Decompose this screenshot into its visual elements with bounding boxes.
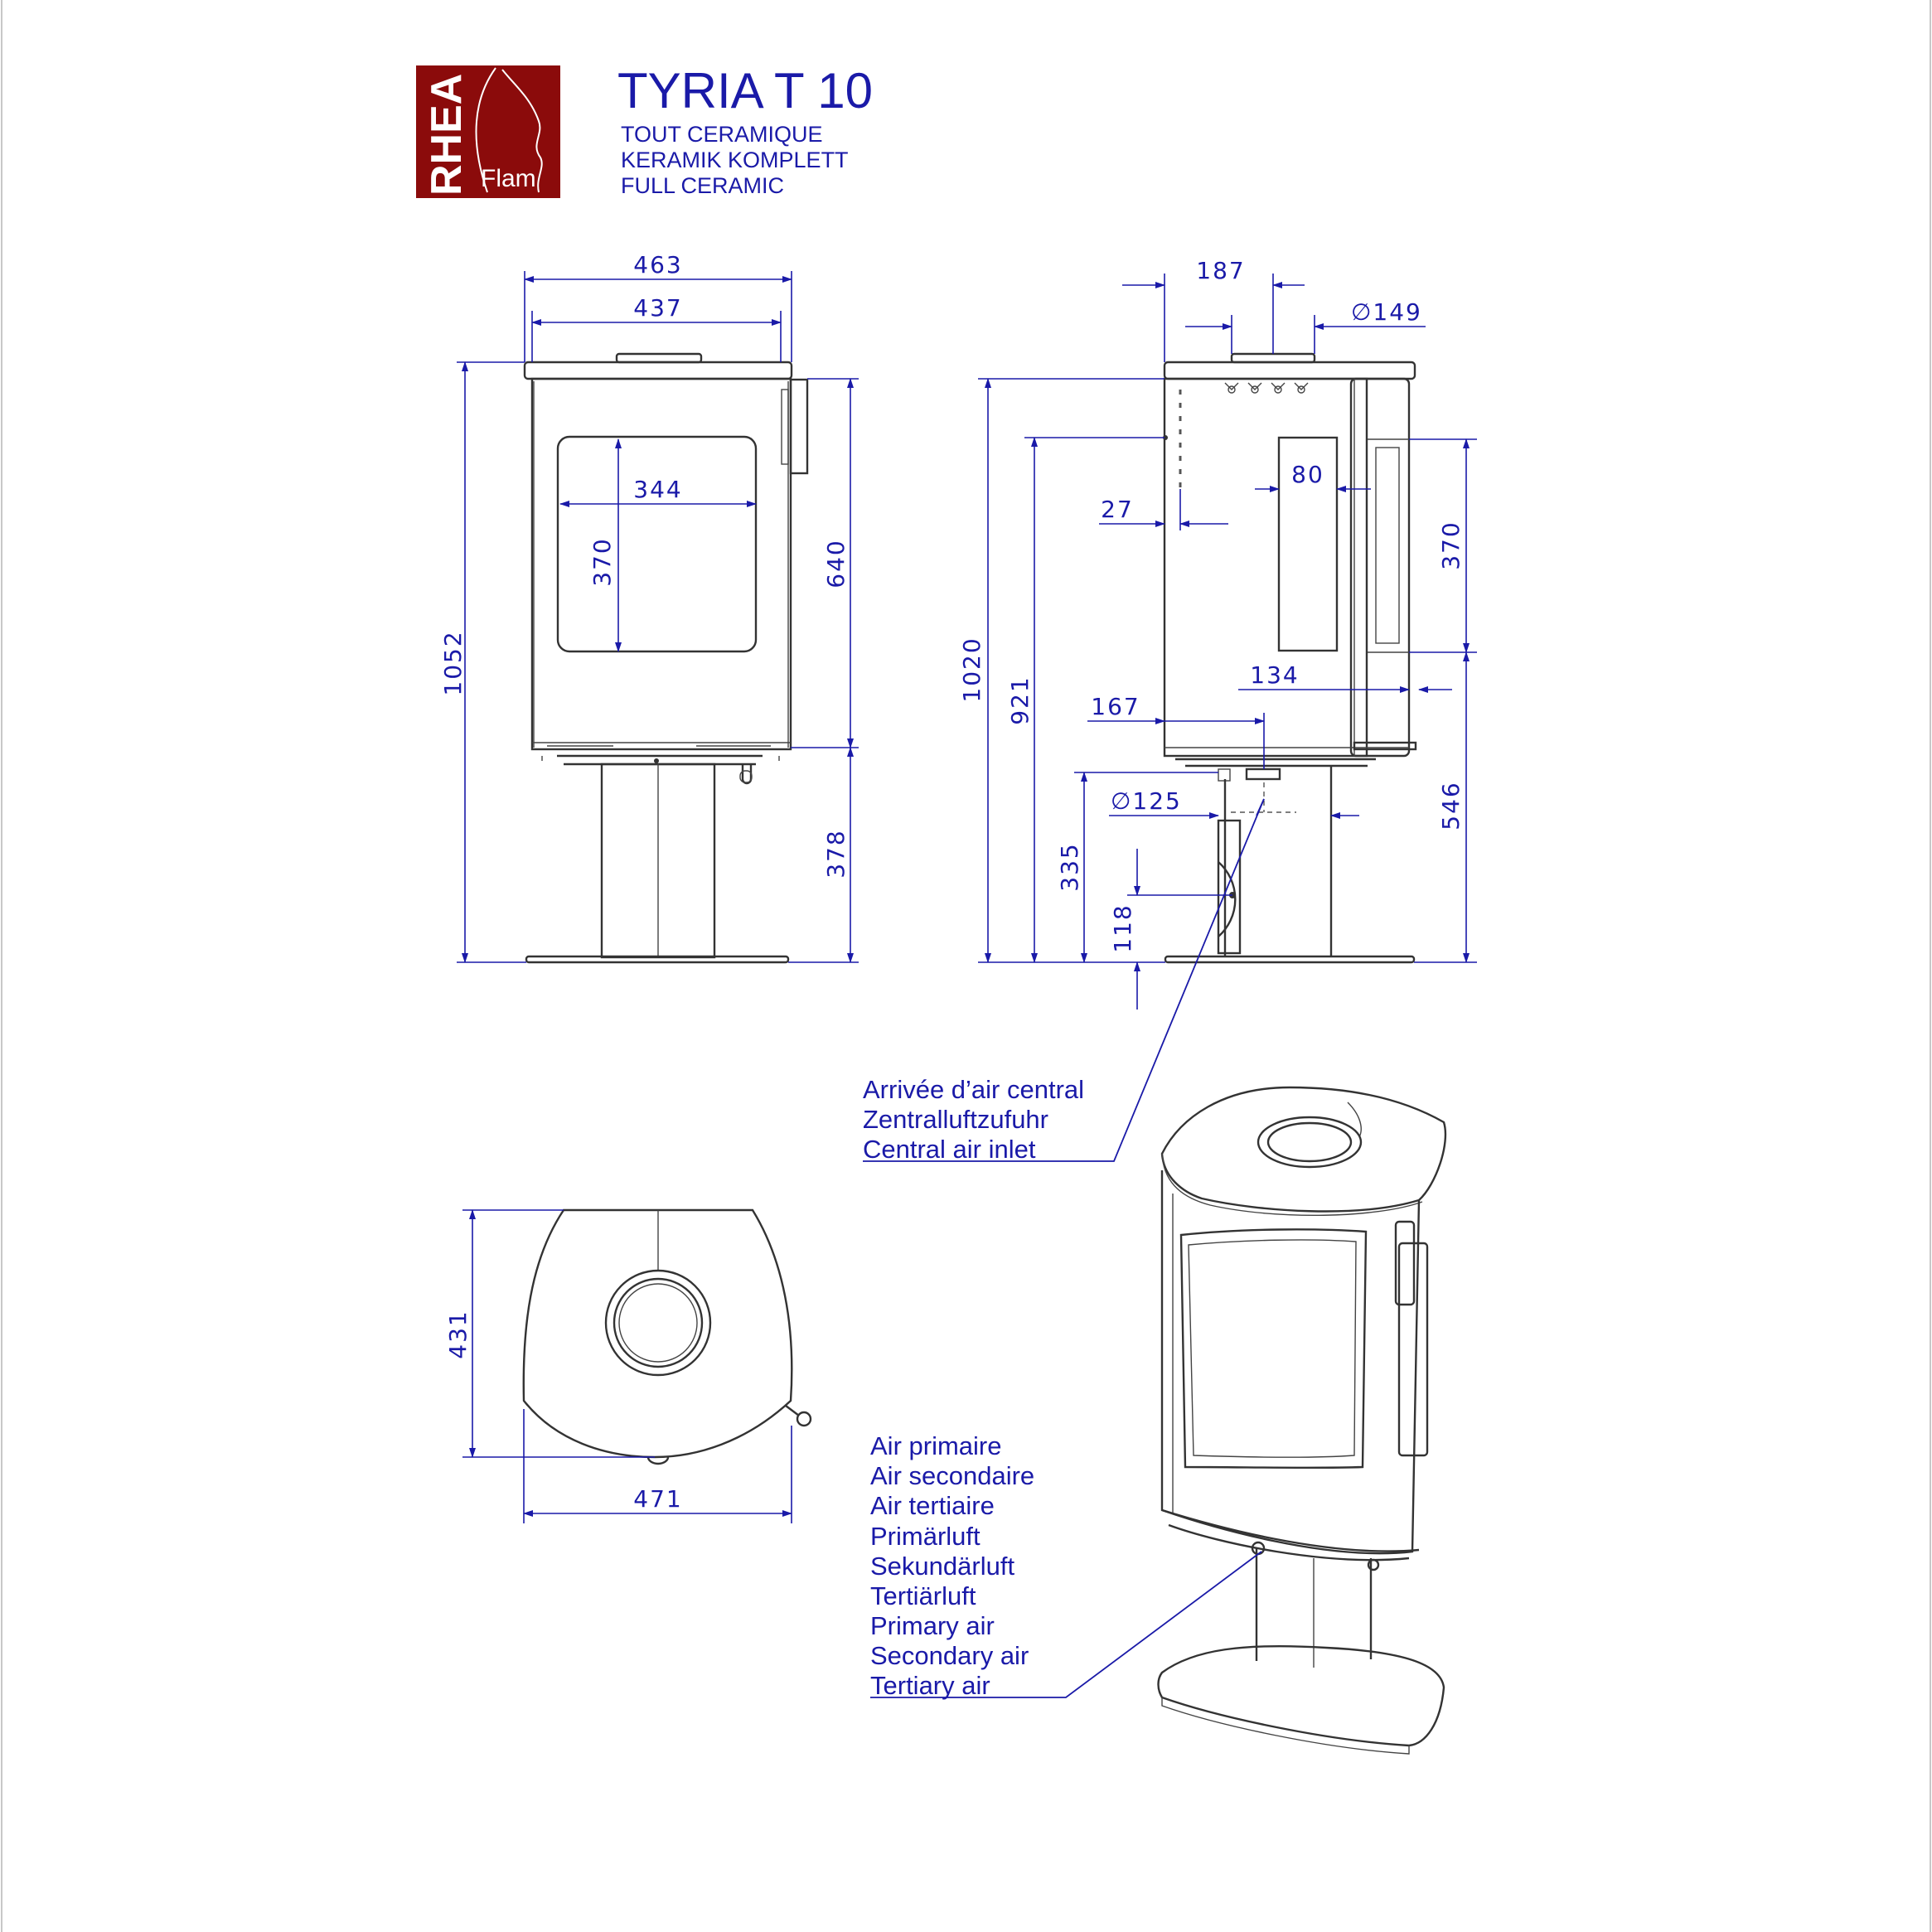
- tertiary-air-label: Tertiary air: [870, 1671, 990, 1700]
- dim-plan-width: 471: [633, 1485, 682, 1513]
- central-air-annotation: Arrivée d’air central Zentralluftzufuhr …: [863, 798, 1265, 1164]
- subtitle-en: FULL CERAMIC: [621, 173, 784, 198]
- secondary-air-label: Secondary air: [870, 1641, 1029, 1670]
- dim-flue-diameter: ∅149: [1351, 298, 1422, 326]
- primaerluft-label: Primärluft: [870, 1522, 981, 1551]
- dim-rear-546: 546: [1437, 781, 1465, 830]
- tertiaerluft-label: Tertiärluft: [870, 1581, 976, 1610]
- dim-air-inlet-diameter: ∅125: [1111, 787, 1182, 815]
- front-view: [523, 352, 809, 964]
- dim-rear-370: 370: [1437, 521, 1465, 569]
- dim-glass-height: 370: [588, 537, 616, 586]
- plan-view: [522, 1208, 812, 1465]
- central-air-label-fr: Arrivée d’air central: [863, 1075, 1084, 1104]
- dim-body-height: 640: [822, 539, 850, 588]
- air-secondaire-label: Air secondaire: [870, 1461, 1034, 1490]
- dim-side-height: 1020: [958, 637, 985, 702]
- dim-side-top-depth: 187: [1196, 257, 1245, 284]
- side-view: [1163, 352, 1417, 964]
- dim-rear-134: 134: [1250, 661, 1299, 689]
- subtitle-fr: TOUT CERAMIQUE: [621, 122, 823, 147]
- product-title: TYRIA T 10: [617, 63, 873, 119]
- dim-plan-depth: 431: [444, 1310, 472, 1358]
- dim-flue-center-height: 921: [1006, 675, 1034, 724]
- front-dimensions: 463 437 1052 344 370 640 378: [439, 251, 859, 963]
- central-air-label-en: Central air inlet: [863, 1135, 1036, 1164]
- perspective-view: [1157, 1086, 1447, 1755]
- dim-front-outer-width: 463: [633, 251, 682, 278]
- dim-total-height: 1052: [439, 630, 467, 695]
- logo-text-rhea: RHEA: [423, 74, 471, 196]
- dim-air-inlet-height: 335: [1056, 842, 1083, 891]
- central-air-label-de: Zentralluftzufuhr: [863, 1105, 1048, 1134]
- dim-glass-width: 344: [633, 476, 682, 503]
- rhea-flam-logo: RHEA Flam: [416, 65, 560, 198]
- sekundaerluft-label: Sekundärluft: [870, 1552, 1014, 1581]
- air-tertiaire-label: Air tertiaire: [870, 1491, 995, 1520]
- dim-front-inner-width: 437: [633, 294, 682, 322]
- logo-text-flam: Flam: [481, 165, 536, 192]
- dim-rear-80: 80: [1291, 461, 1324, 488]
- dim-pedestal-height: 378: [822, 829, 850, 878]
- side-dimensions: 187 ∅149 1020 921 27 80 370 134 167: [958, 257, 1477, 1010]
- plan-dimensions: 431 471: [444, 1209, 792, 1523]
- front-glass: [556, 435, 758, 653]
- dim-offset-27: 27: [1101, 496, 1134, 523]
- primary-air-label: Primary air: [870, 1611, 995, 1640]
- air-controls-annotation: Air primaire Air secondaire Air tertiair…: [870, 1431, 1262, 1700]
- dim-side-167: 167: [1091, 693, 1140, 720]
- subtitle-de: KERAMIK KOMPLETT: [621, 148, 849, 172]
- air-primaire-label: Air primaire: [870, 1431, 1001, 1460]
- dim-air-inlet-bottom: 118: [1109, 903, 1136, 952]
